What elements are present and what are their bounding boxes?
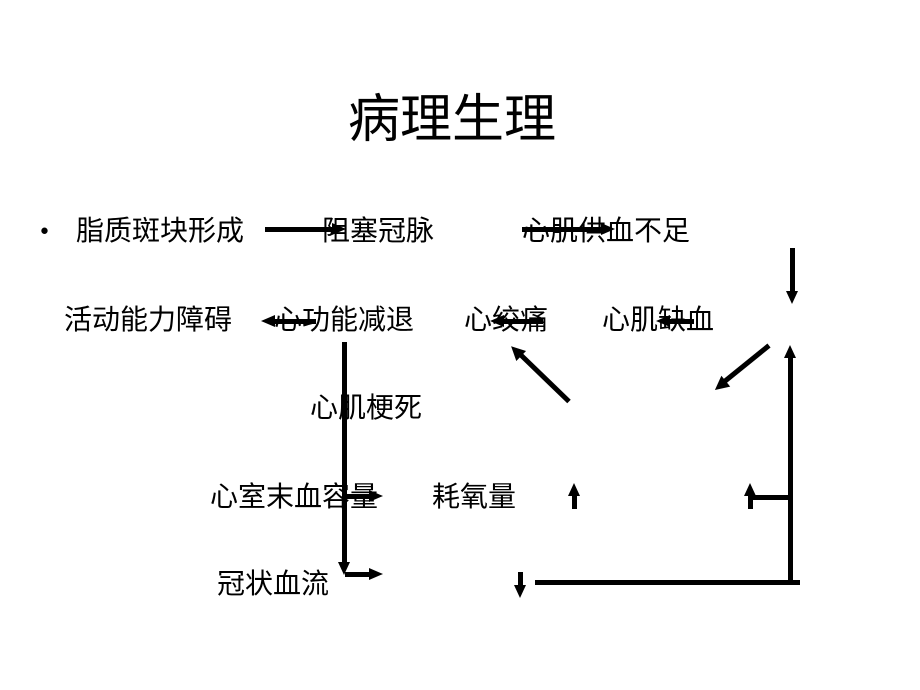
bullet-marker: • [38,220,51,245]
node-oxygen-consumption: 耗氧量 [432,480,517,513]
loop-connector-row4 [753,495,793,500]
node-activity-impairment: 活动能力障碍 [64,303,233,336]
node-lipid-plaque-formation: 脂质斑块形成 [76,214,245,247]
node-coronary-blood-flow: 冠状血流 [217,567,330,600]
arrow-diagonal-from-loop [722,343,771,384]
slide-title: 病理生理 [348,90,557,150]
loop-bottom-line [535,580,800,585]
arrow-diagonal-to-angina [518,352,571,404]
node-myocardial-infarction: 心肌梗死 [310,391,423,424]
